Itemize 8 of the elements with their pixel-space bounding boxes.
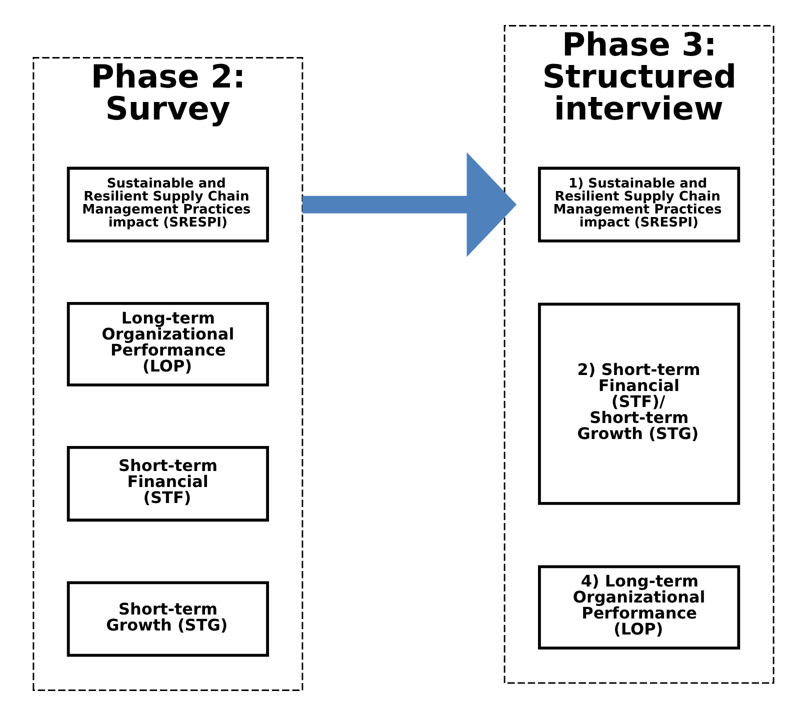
node-box: 1) Sustainable and Resilient Supply Chain Management Practices impact (SRESPI) (538, 166, 740, 242)
node-box: Sustainable and Resilient Supply Chain Management Practices impact (SRESPI) (66, 166, 269, 242)
node-box: Short-term Growth (STG) (66, 581, 269, 657)
node-box: 4) Long-term Organizational Performance (LOP) (538, 565, 740, 650)
node-box: Long-term Organizational Performance (LOP) (66, 302, 269, 386)
node-box: 2) Short-term Financial (STF)/ Short-term Growth (STG) (538, 302, 740, 505)
node-box: Short-term Financial (STF) (66, 446, 269, 522)
arrow (302, 152, 517, 257)
